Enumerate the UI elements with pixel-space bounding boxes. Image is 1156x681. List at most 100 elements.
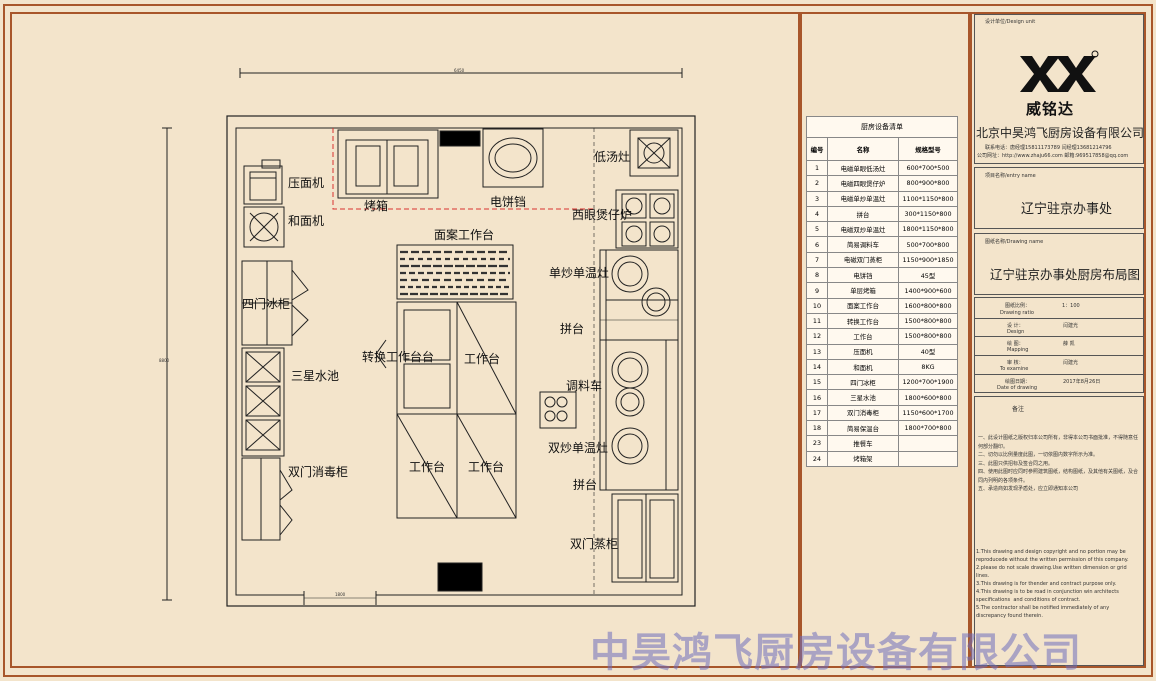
cell-spec: 8KG xyxy=(898,358,958,376)
cell-no: 12 xyxy=(806,328,828,345)
design-label: 设 计： xyxy=(1007,323,1024,329)
notes-title: 备注 xyxy=(1012,406,1025,413)
four-burner-shape xyxy=(615,189,679,249)
cell-spec: 1800*700*800 xyxy=(898,420,958,437)
label-single-wok: 单炒单温灶 xyxy=(549,266,610,280)
noodle-table-shape xyxy=(396,244,514,300)
label-sink: 三星水池 xyxy=(291,369,340,383)
label-four-burner: 西眼煲仔炉 xyxy=(572,208,633,222)
notes-chinese: 一、此设计图纸之版权归本公司所有，非得本公司书面批准，不得随意任何部分翻印。 二… xyxy=(978,435,1139,492)
cell-name: 电磁双炒单温灶 xyxy=(827,221,899,238)
tb-design-unit-box xyxy=(974,14,1144,164)
label-fridge: 四门冰柜 xyxy=(242,297,291,311)
design-unit-label: 设计单位/Design unit xyxy=(985,19,1036,25)
label-steamer: 双门蒸柜 xyxy=(570,537,619,551)
label-disinfect: 双门消毒柜 xyxy=(288,465,349,479)
dim-label-left: 8800 xyxy=(159,358,170,363)
tb-info-box xyxy=(974,297,1144,393)
map-value: 薛 凯 xyxy=(1063,341,1075,347)
cell-name: 电饼铛 xyxy=(827,267,899,284)
cell-no: 23 xyxy=(806,435,828,452)
cell-spec: 1800*1150*800 xyxy=(898,221,958,238)
cell-name: 双门消毒柜 xyxy=(827,404,899,422)
cell-spec: 800*900*800 xyxy=(898,175,958,192)
label-pin-table-1: 拼台 xyxy=(560,322,585,336)
tb-drawing-box xyxy=(974,233,1144,295)
cell-name: 三星水池 xyxy=(827,389,899,406)
cell-spec: 1200*700*1900 xyxy=(898,374,958,391)
cell-name: 工作台 xyxy=(827,328,899,345)
company-contact: 联系电话：唐经理15811173789 闫经理13681214796 xyxy=(985,145,1112,151)
cell-no: 3 xyxy=(806,190,828,207)
ratio-en: Drawing ratio xyxy=(1000,310,1034,316)
outer-frame xyxy=(3,4,1153,677)
cell-name: 四门冰柜 xyxy=(827,374,899,391)
top-column xyxy=(439,130,481,147)
cell-spec: 45型 xyxy=(898,267,958,284)
notes-english: 1.This drawing and design copyright and … xyxy=(976,549,1129,619)
design-en: Design xyxy=(1007,329,1025,335)
cell-spec: 1800*600*800 xyxy=(898,389,958,406)
cell-spec: 1600*800*800 xyxy=(898,297,958,314)
pancake-pan-shape xyxy=(482,128,544,188)
steamer-shape xyxy=(611,493,679,583)
map-en: Mapping xyxy=(1007,347,1029,353)
cell-no: 13 xyxy=(806,343,828,360)
cell-no: 9 xyxy=(806,282,828,299)
cell-name: 电磁四眼煲仔炉 xyxy=(827,175,899,192)
cell-spec xyxy=(898,435,958,452)
cell-name: 单层烤箱 xyxy=(827,282,899,299)
cell-no: 24 xyxy=(806,450,828,467)
cell-name: 拼台 xyxy=(827,205,899,223)
tb-info-lines xyxy=(974,318,1144,319)
room-outer-wall xyxy=(226,115,696,607)
cell-name: 和面机 xyxy=(827,358,899,376)
low-stove-shape xyxy=(629,129,679,177)
company-website: 公司网址：http://www.zhaju66.com 邮箱:969517858… xyxy=(977,153,1129,159)
plan-frame xyxy=(10,12,800,668)
label-dough-mixer: 和面机 xyxy=(288,214,325,228)
label-turn-table: 转换工作台台 xyxy=(362,350,435,364)
cell-spec: 300*1150*800 xyxy=(898,205,958,223)
oven-shape xyxy=(337,129,439,199)
cell-no: 18 xyxy=(806,420,828,437)
cell-spec: 600*700*500 xyxy=(898,159,958,177)
cell-spec: 1400*900*600 xyxy=(898,282,958,299)
titleblock-frame xyxy=(970,12,1146,668)
cell-no: 2 xyxy=(806,175,828,192)
label-double-wok: 双炒单温灶 xyxy=(548,441,609,455)
sink-shape xyxy=(241,347,285,457)
cell-spec xyxy=(898,450,958,467)
cell-no: 4 xyxy=(806,205,828,223)
room-inner-wall xyxy=(235,127,683,596)
cell-spec: 1500*800*800 xyxy=(898,312,958,330)
cell-name: 电磁单炒单温灶 xyxy=(827,190,899,207)
map-label: 绘 图： xyxy=(1007,341,1024,347)
single-wok-shape xyxy=(599,249,679,341)
cell-no: 14 xyxy=(806,358,828,376)
dim-label-bottom: 1800 xyxy=(335,592,346,597)
label-worktable-2: 工作台 xyxy=(409,460,446,474)
cell-no: 11 xyxy=(806,312,828,330)
label-pin-table-2: 拼台 xyxy=(573,478,598,492)
tb-notes-box xyxy=(974,396,1144,666)
label-worktable-3: 工作台 xyxy=(468,460,505,474)
cell-name: 面案工作台 xyxy=(827,297,899,314)
dough-mixer-shape xyxy=(243,206,285,248)
dashed-zone xyxy=(332,128,594,210)
cell-name: 压面机 xyxy=(827,343,899,360)
cell-no: 17 xyxy=(806,404,828,422)
cell-name: 转换工作台 xyxy=(827,312,899,330)
